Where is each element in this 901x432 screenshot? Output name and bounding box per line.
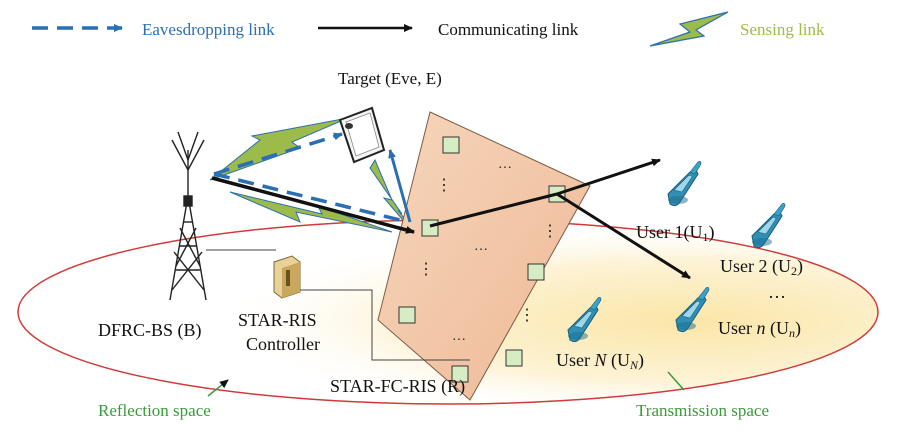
target-label: Target (Eve, E) bbox=[338, 69, 442, 88]
controller-box bbox=[273, 255, 301, 299]
sensing-bolt-bs-ris bbox=[229, 191, 393, 233]
user-n-label: User n (Un) bbox=[718, 318, 801, 340]
user-1-phone bbox=[667, 160, 702, 207]
ris-element bbox=[442, 136, 460, 154]
ris-element bbox=[451, 365, 469, 383]
users-dots: … bbox=[768, 282, 786, 302]
controller-label-line1: STAR-RIS bbox=[238, 310, 317, 330]
transmission-space-label: Transmission space bbox=[636, 401, 769, 420]
target-eve-device bbox=[338, 106, 386, 164]
ris-element bbox=[527, 263, 545, 281]
eavesdropping-link-bs-target bbox=[213, 132, 343, 176]
sensing-legend-label: Sensing link bbox=[740, 20, 825, 39]
ris-element bbox=[505, 349, 523, 367]
eavesdropping-link-bs-ris bbox=[213, 172, 409, 224]
communicating-link-to-usern bbox=[556, 192, 691, 280]
user-1-label: User 1(U1) bbox=[636, 222, 714, 244]
sensing-legend-bolt bbox=[649, 11, 729, 47]
ris-label: STAR-FC-RIS (R) bbox=[330, 376, 465, 397]
communicating-link-ris-reflect bbox=[429, 192, 558, 228]
ris-dots: … bbox=[474, 239, 488, 254]
controller-label-line2: Controller bbox=[246, 334, 320, 354]
legend: Eavesdropping link Communicating link Se… bbox=[32, 11, 825, 47]
user-2-label: User 2 (U2) bbox=[720, 256, 803, 278]
user-2-phone bbox=[751, 202, 786, 249]
ris-vdots: ⋮ bbox=[519, 307, 535, 324]
communicating-link-to-user1 bbox=[556, 158, 661, 196]
star-fc-ris-panel: … … … ⋮ ⋮ ⋮ ⋮ bbox=[377, 111, 591, 401]
reflection-pointer bbox=[207, 379, 229, 397]
communicating-legend-label: Communicating link bbox=[438, 20, 579, 39]
ris-element bbox=[421, 219, 439, 237]
communicating-link-bs-ris bbox=[211, 176, 415, 234]
dfrc-bs-tower bbox=[169, 131, 207, 301]
ris-surface bbox=[377, 111, 591, 401]
ris-dots: … bbox=[452, 329, 466, 344]
eavesdropping-link-ris-target bbox=[388, 149, 412, 223]
ris-dots: … bbox=[498, 157, 512, 172]
bs-label: DFRC-BS (B) bbox=[98, 320, 202, 341]
ris-vdots: ⋮ bbox=[542, 223, 558, 240]
ris-vdots: ⋮ bbox=[418, 261, 434, 278]
ris-element bbox=[398, 306, 416, 324]
ris-vdots: ⋮ bbox=[436, 177, 452, 194]
controller-ris-wire bbox=[288, 289, 470, 361]
transmission-pointer bbox=[667, 371, 685, 391]
sensing-bolt-bs-target bbox=[209, 117, 349, 181]
reflection-space-label: Reflection space bbox=[98, 401, 211, 420]
user-N-label: User N (UN) bbox=[556, 350, 644, 372]
eavesdropping-legend-label: Eavesdropping link bbox=[142, 20, 275, 39]
